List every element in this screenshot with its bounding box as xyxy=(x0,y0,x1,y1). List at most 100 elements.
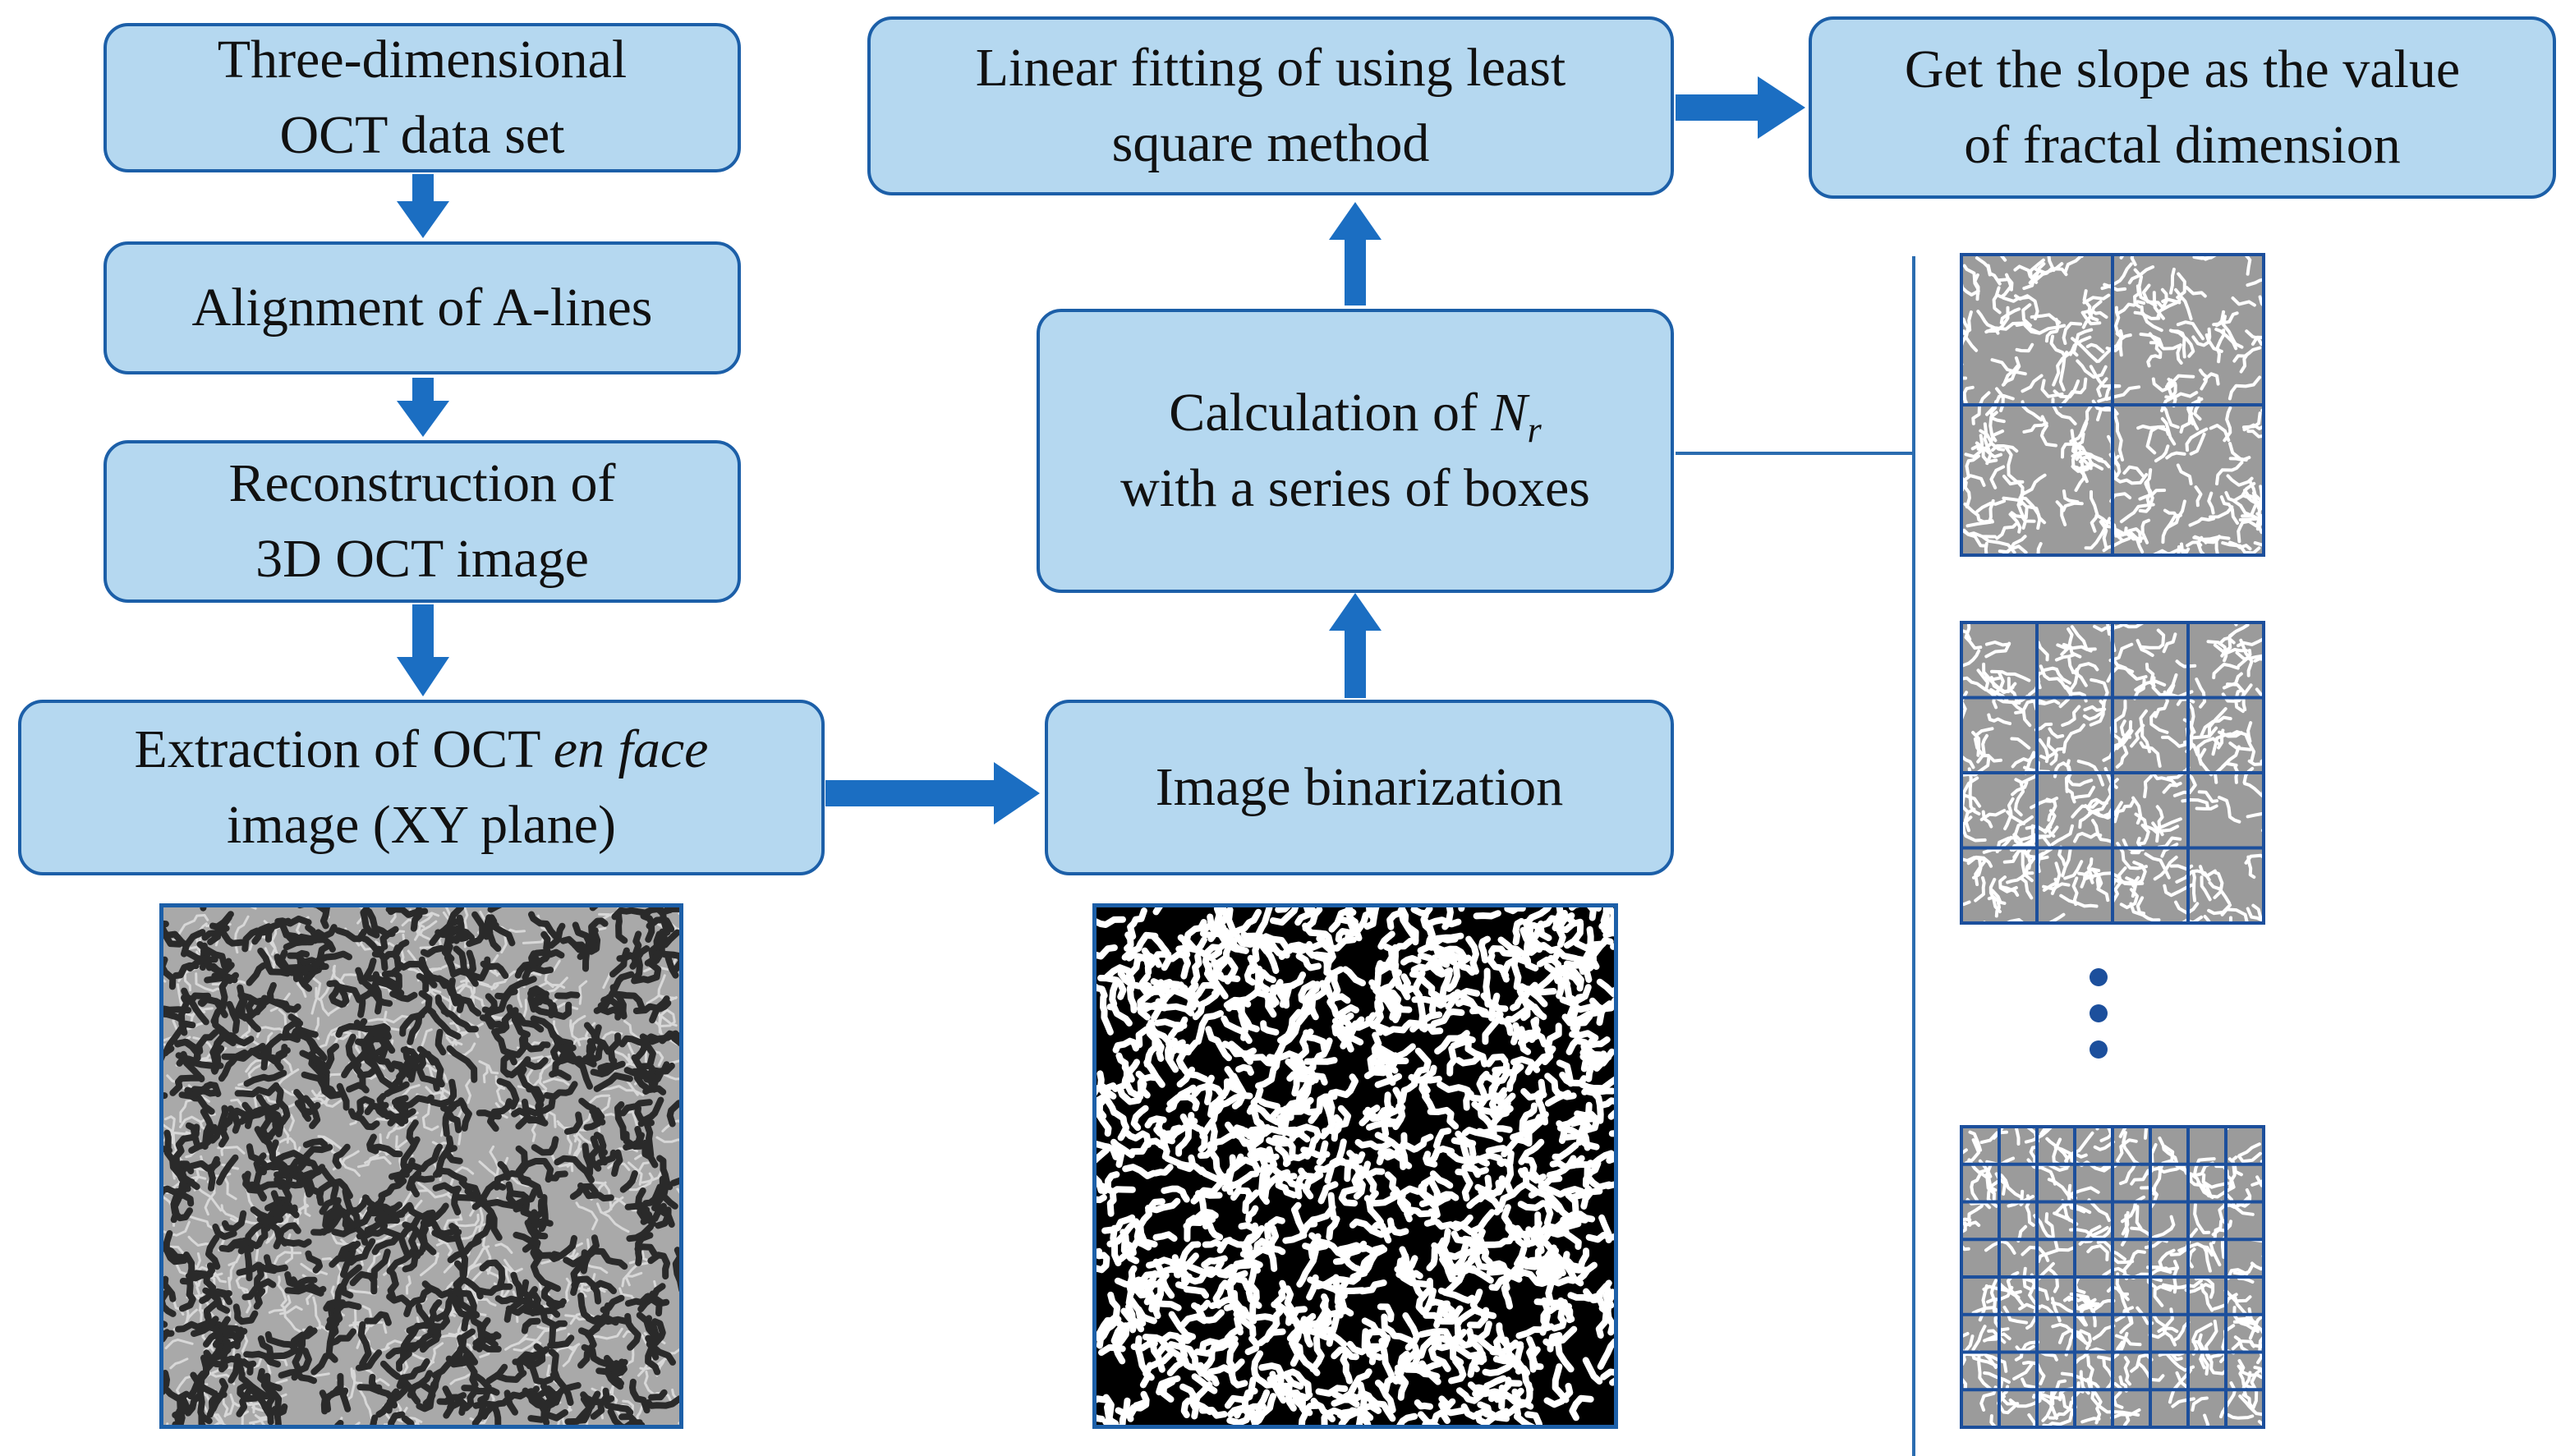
grid-white-structure xyxy=(2226,1268,2249,1280)
en-face-dark-structure xyxy=(440,1098,465,1114)
grid-white-structure xyxy=(2112,473,2149,485)
en-face-dark-structure xyxy=(293,1089,312,1123)
grid-white-structure xyxy=(2191,1322,2213,1356)
en-face-dark-structure xyxy=(355,1349,383,1371)
en-face-dark-structure xyxy=(336,1082,350,1111)
grid-white-structure xyxy=(2092,1324,2116,1341)
binary-white-structure xyxy=(1207,1078,1231,1118)
binary-white-structure xyxy=(1190,953,1202,986)
grid-white-structure xyxy=(2024,751,2036,775)
grid-white-structure xyxy=(2048,727,2065,739)
en-face-dark-structure xyxy=(632,999,672,1014)
binary-white-structure xyxy=(1448,1357,1467,1385)
en-face-bright-speckle xyxy=(425,1086,448,1100)
grid-white-structure xyxy=(2069,421,2089,443)
step-en-face-extraction-prefix: Extraction of OCT xyxy=(134,719,554,779)
en-face-dark-structure xyxy=(281,926,301,944)
grid-white-structure xyxy=(2237,1142,2261,1158)
en-face-bright-speckle xyxy=(229,1217,259,1225)
binary-white-structure xyxy=(1586,947,1597,971)
en-face-dark-structure xyxy=(503,1299,522,1323)
grid-white-structure xyxy=(1960,1221,1970,1252)
grid-white-structure xyxy=(2192,1157,2216,1178)
binary-white-structure xyxy=(1246,1104,1280,1126)
grid-white-structure xyxy=(2220,745,2241,769)
en-face-dark-structure xyxy=(582,1142,594,1177)
grid-white-structure xyxy=(2067,1186,2100,1198)
binary-white-structure xyxy=(1353,1174,1366,1200)
binary-white-structure xyxy=(1335,928,1357,943)
en-face-bright-speckle xyxy=(457,1222,490,1241)
binary-white-structure xyxy=(1345,1016,1365,1053)
en-face-bright-speckle xyxy=(395,1135,403,1173)
en-face-dark-structure xyxy=(322,1206,351,1229)
en-face-bright-speckle xyxy=(575,1201,599,1231)
en-face-dark-structure xyxy=(592,1024,612,1055)
grid-white-structure xyxy=(2090,512,2099,533)
binary-white-structure xyxy=(1294,1171,1308,1200)
en-face-bright-speckle xyxy=(343,1369,356,1403)
step-reconstruction: Reconstruction of 3D OCT image xyxy=(103,440,741,603)
en-face-dark-structure xyxy=(200,1108,214,1151)
en-face-dark-structure xyxy=(210,977,230,1025)
en-face-dark-structure xyxy=(672,1247,679,1293)
en-face-bright-speckle xyxy=(618,1287,637,1302)
grid-white-structure xyxy=(1964,807,1976,833)
en-face-dark-structure xyxy=(381,1227,411,1259)
binary-white-structure xyxy=(1495,1086,1511,1107)
binary-white-structure xyxy=(1181,1259,1225,1279)
en-face-dark-structure xyxy=(269,1204,298,1215)
grid-white-structure xyxy=(2237,1359,2255,1390)
binary-white-structure xyxy=(1111,1109,1130,1141)
grid-white-structure xyxy=(2236,1318,2257,1332)
grid-white-structure xyxy=(1982,1284,2022,1295)
binary-white-structure xyxy=(1577,1247,1590,1270)
en-face-dark-structure xyxy=(369,1143,403,1158)
binary-white-structure xyxy=(1433,932,1464,942)
en-face-dark-structure xyxy=(315,924,338,940)
grid-white-structure xyxy=(1981,810,1993,829)
binary-white-structure xyxy=(1427,1106,1460,1130)
binary-white-structure xyxy=(1354,1139,1392,1151)
grid-white-structure xyxy=(2001,356,2021,387)
grid-white-structure xyxy=(2060,1371,2100,1389)
en-face-dark-structure xyxy=(527,1409,568,1423)
grid-white-structure xyxy=(1976,668,1990,690)
grid-white-structure xyxy=(2046,737,2058,766)
step-alignment: Alignment of A-lines xyxy=(103,241,741,374)
grid-white-structure xyxy=(2149,341,2181,351)
grid-white-structure xyxy=(2186,1247,2196,1269)
grid-white-structure xyxy=(2035,699,2061,705)
en-face-dark-structure xyxy=(209,1292,231,1314)
en-face-dark-structure xyxy=(353,1019,391,1032)
grid-white-structure xyxy=(2185,286,2207,298)
step-box-counting-subscript: r xyxy=(1527,410,1542,451)
binary-white-structure xyxy=(1424,916,1462,928)
en-face-dark-structure xyxy=(310,1211,343,1236)
binary-white-structure xyxy=(1205,1026,1232,1062)
binary-white-structure xyxy=(1563,921,1584,949)
en-face-dark-structure xyxy=(540,930,552,962)
grid-white-structure xyxy=(2007,797,2025,825)
en-face-dark-structure xyxy=(387,1266,399,1302)
grid-white-structure xyxy=(1984,1353,2008,1373)
en-face-dark-structure xyxy=(384,1081,410,1097)
binary-white-structure xyxy=(1142,1334,1182,1359)
en-face-dark-structure xyxy=(618,1035,651,1048)
grid-white-structure xyxy=(2214,328,2238,351)
en-face-dark-structure xyxy=(446,1045,478,1083)
grid-white-structure xyxy=(2161,735,2188,748)
binary-white-structure xyxy=(1455,1387,1487,1404)
binary-white-structure xyxy=(1167,1341,1199,1371)
en-face-dark-structure xyxy=(209,911,234,930)
binary-white-structure xyxy=(1223,1302,1257,1325)
en-face-dark-structure xyxy=(242,1170,267,1202)
grid-white-structure xyxy=(2083,1224,2114,1243)
grid-white-structure xyxy=(2232,351,2251,363)
en-face-dark-structure xyxy=(469,1314,502,1340)
grid-white-structure xyxy=(2151,377,2177,393)
binary-white-structure xyxy=(1098,1343,1126,1356)
binary-white-structure xyxy=(1392,1350,1410,1385)
en-face-bright-speckle xyxy=(513,1329,550,1353)
en-face-dark-structure xyxy=(669,1177,679,1187)
